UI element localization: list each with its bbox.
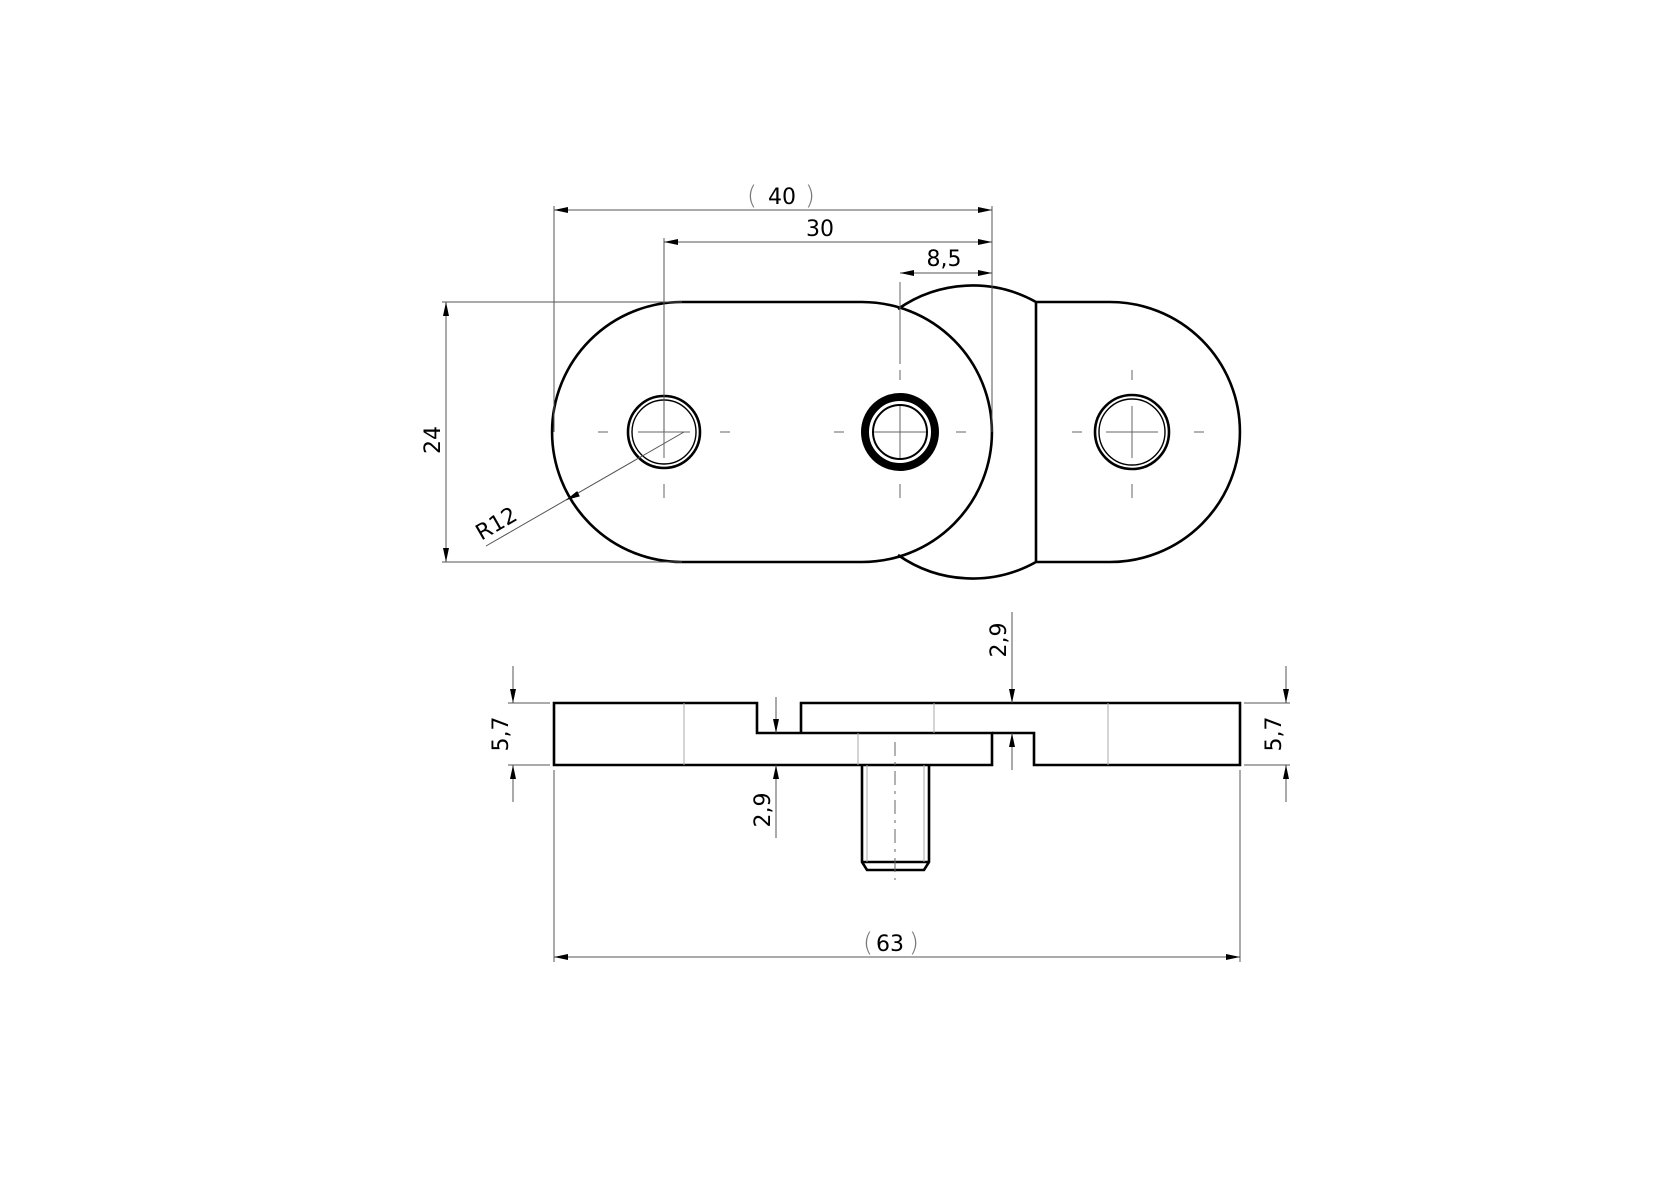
right-plate-outline xyxy=(897,284,1242,580)
dimension-5-7-right: 5,7 xyxy=(1244,666,1290,802)
left-plate-outline xyxy=(550,300,994,564)
svg-text:5,7: 5,7 xyxy=(489,717,514,752)
left-plate-profile xyxy=(552,701,994,767)
svg-text:8,5: 8,5 xyxy=(927,247,962,272)
svg-text:): ) xyxy=(805,181,815,211)
hole-center-stud xyxy=(834,282,966,498)
svg-text:40: 40 xyxy=(768,185,796,210)
svg-text:(: ( xyxy=(747,181,757,211)
dimension-2-9-upper: 2,9 xyxy=(987,612,1015,770)
dimension-r12: R12 xyxy=(472,431,685,547)
dimension-24: 24 xyxy=(421,302,449,562)
svg-text:): ) xyxy=(909,928,919,958)
svg-text:24: 24 xyxy=(421,426,446,454)
front-view: 5,7 5,7 2,9 2,9 ( 63 ) xyxy=(489,612,1290,962)
svg-text:(: ( xyxy=(863,928,873,958)
hole-right xyxy=(1072,370,1204,498)
threaded-stud xyxy=(860,742,931,880)
dimension-8-5: 8,5 xyxy=(900,247,992,276)
svg-text:2,9: 2,9 xyxy=(987,623,1012,658)
svg-text:30: 30 xyxy=(806,217,834,242)
svg-text:63: 63 xyxy=(876,932,904,957)
dimension-5-7-left: 5,7 xyxy=(489,666,550,802)
dimension-63: ( 63 ) xyxy=(553,770,1241,962)
dimension-40: ( 40 ) xyxy=(554,181,992,213)
svg-text:5,7: 5,7 xyxy=(1262,717,1287,752)
dimension-2-9-lower: 2,9 xyxy=(751,697,779,838)
svg-text:2,9: 2,9 xyxy=(751,793,776,828)
dimension-30: 30 xyxy=(664,217,992,245)
top-view: ( 40 ) 30 8,5 24 R12 xyxy=(421,181,1242,580)
right-plate-profile xyxy=(799,701,1242,767)
